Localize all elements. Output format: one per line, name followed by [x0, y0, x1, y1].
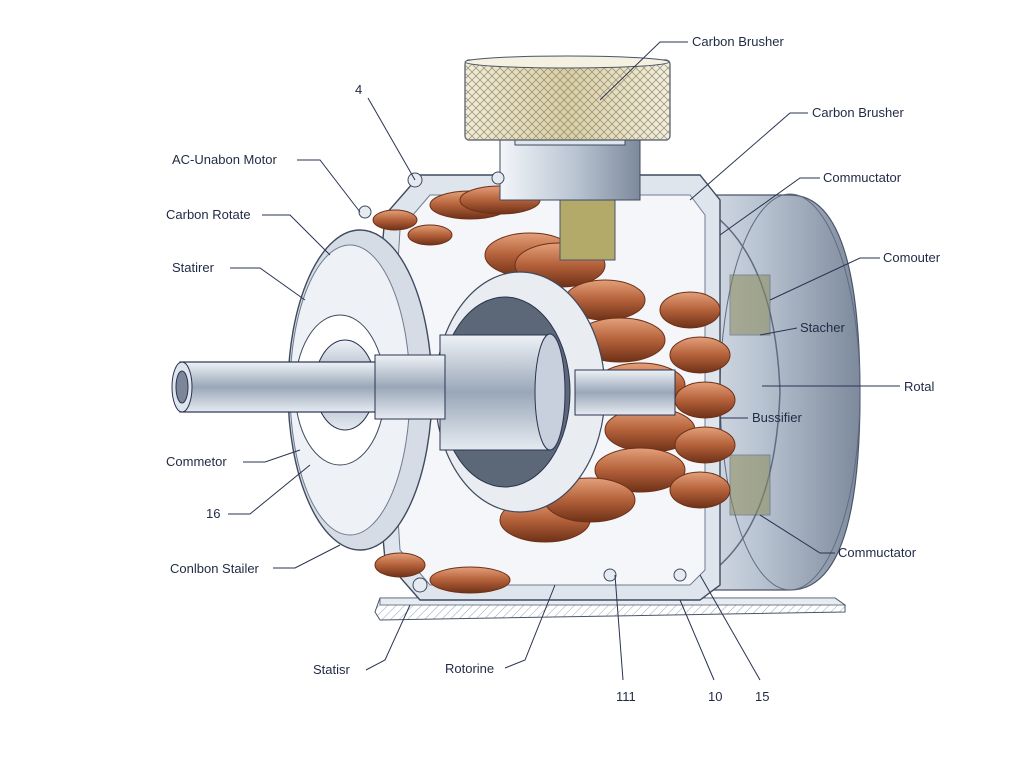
label-number-16: 16 [206, 506, 221, 521]
label-bussifier: Bussifier [752, 410, 802, 425]
winding-right-stack [564, 279, 736, 509]
base-plate [374, 597, 847, 621]
label-commutator-lower: Commuctator [838, 545, 917, 560]
leader-lines [228, 41, 900, 681]
brush-cap [464, 55, 671, 141]
label-commutator-upper: Commuctator [823, 170, 902, 185]
stator-windings [372, 185, 736, 594]
label-ac-unabon-motor: AC-Unabon Motor [172, 152, 277, 167]
label-number-111: 111 [616, 689, 636, 704]
brush-holder-assembly [464, 55, 671, 261]
rotor-core [434, 271, 676, 513]
label-computer: Comouter [883, 250, 941, 265]
shaft [171, 354, 446, 420]
label-rotorine: Rotorine [445, 661, 495, 676]
label-number-4: 4 [355, 82, 363, 97]
label-statirer: Statirer [172, 260, 214, 275]
label-statisr: Statisr [313, 662, 350, 677]
winding-left [372, 209, 453, 246]
front-end-shield [287, 229, 433, 551]
label-carbon-brusher: Carbon Brusher [812, 105, 904, 120]
label-commetor: Commetor [166, 454, 227, 469]
winding-bottom [374, 477, 636, 594]
label-carbon-brusher-top: Carbon Brusher [692, 34, 784, 49]
label-stacher: Stacher [800, 320, 845, 335]
label-conlbon-stailer: Conlbon Stailer [170, 561, 259, 576]
winding-top [429, 185, 606, 288]
label-carbon-rotate: Carbon Rotate [166, 207, 251, 222]
label-number-15: 15 [755, 689, 770, 704]
label-rotal: Rotal [904, 379, 935, 394]
label-number-10: 10 [708, 689, 723, 704]
